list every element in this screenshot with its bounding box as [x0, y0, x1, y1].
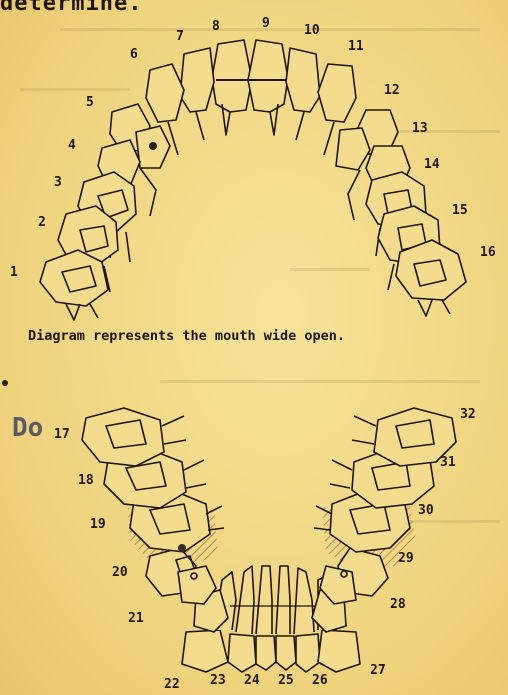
tooth-7 [180, 48, 214, 112]
tooth-number-18: 18 [78, 474, 94, 487]
tooth-number-15: 15 [452, 204, 468, 217]
tooth-24 [256, 636, 276, 670]
tooth-number-14: 14 [424, 158, 440, 171]
upper-dental-arch [40, 40, 466, 320]
tooth-number-29: 29 [398, 552, 414, 565]
tooth-number-7: 7 [176, 30, 184, 43]
tooth-number-22: 22 [164, 678, 180, 691]
tooth-number-16: 16 [480, 246, 496, 259]
tooth-number-3: 3 [54, 176, 62, 189]
diagram-caption: Diagram represents the mouth wide open. [28, 328, 345, 344]
tooth-number-9: 9 [262, 17, 270, 30]
tooth-number-8: 8 [212, 20, 220, 33]
tooth-number-28: 28 [390, 598, 406, 611]
tooth-number-25: 25 [278, 674, 294, 687]
tooth-22 [182, 630, 228, 672]
tooth-number-26: 26 [312, 674, 328, 687]
tooth-number-20: 20 [112, 566, 128, 579]
tooth-number-12: 12 [384, 84, 400, 97]
tooth-number-17: 17 [54, 428, 70, 441]
tooth-number-24: 24 [244, 674, 260, 687]
tooth-number-23: 23 [210, 674, 226, 687]
tooth-number-13: 13 [412, 122, 428, 135]
tooth-number-1: 1 [10, 266, 18, 279]
tooth-23 [228, 634, 256, 672]
tooth-number-32: 32 [460, 408, 476, 421]
tooth-number-10: 10 [304, 24, 320, 37]
tooth-26 [296, 634, 320, 672]
tooth-number-21: 21 [128, 612, 144, 625]
tooth-number-2: 2 [38, 216, 46, 229]
tooth-number-11: 11 [348, 40, 364, 53]
tooth-25 [276, 636, 296, 670]
tooth-number-5: 5 [86, 96, 94, 109]
tooth-12b [336, 128, 370, 170]
side-label: Do [12, 413, 43, 443]
tooth-11 [318, 64, 356, 122]
tooth-number-31: 31 [440, 456, 456, 469]
lower-dental-arch [82, 408, 456, 672]
tooth-number-4: 4 [68, 139, 76, 152]
tooth-number-27: 27 [370, 664, 386, 677]
tooth-8 [212, 40, 252, 112]
tooth-9 [248, 40, 288, 112]
tooth-number-6: 6 [130, 48, 138, 61]
tooth-16 [396, 240, 466, 300]
bullet-mark [2, 380, 8, 386]
tooth-10 [286, 48, 320, 112]
marking-dot [149, 142, 157, 150]
tooth-17 [82, 408, 164, 466]
tooth-6 [146, 64, 184, 122]
tooth-27 [318, 630, 360, 672]
tooth-number-30: 30 [418, 504, 434, 517]
tooth-number-19: 19 [90, 518, 106, 531]
